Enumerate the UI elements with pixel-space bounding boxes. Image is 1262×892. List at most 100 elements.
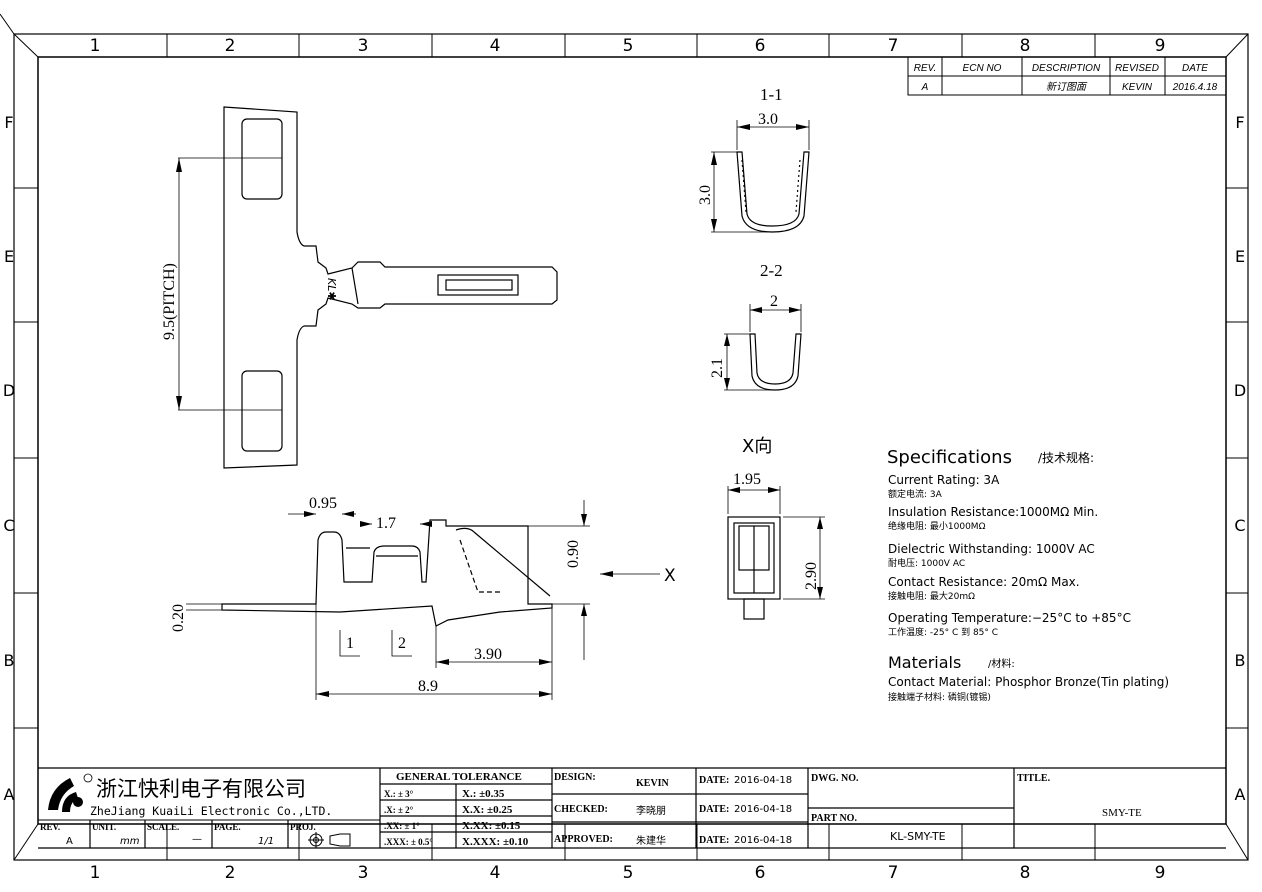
dim-095: 0.95 — [309, 495, 337, 512]
col-label: 9 — [1155, 863, 1166, 883]
unit-label: UNIT. — [92, 822, 116, 832]
col-label: 8 — [1020, 36, 1031, 56]
tol-angle: .X: ± 2° — [384, 805, 414, 815]
spec-line: Dielectric Withstanding: 1000V AC — [888, 542, 1095, 556]
row-label: E — [4, 247, 14, 266]
spec-line-cn: 耐电压: 1000V AC — [888, 557, 965, 569]
top-view — [176, 106, 558, 469]
dim-020: 0.20 — [170, 604, 187, 632]
row-label: C — [3, 516, 14, 535]
tol-linear: X.XX: ±0.15 — [462, 820, 521, 832]
row-labels-right: F E D C B A — [1234, 113, 1246, 804]
date-label: DATE: — [699, 835, 729, 846]
column-labels-bottom: 1 2 3 4 5 6 7 8 9 — [90, 863, 1166, 883]
rev-value: A — [66, 836, 73, 847]
row-label: F — [1235, 113, 1244, 132]
x-view-height: 2.90 — [803, 562, 820, 590]
section-1-view — [711, 120, 810, 233]
projection-symbol-icon — [308, 832, 351, 848]
title-block-values: A mm — 1/1 — [66, 834, 274, 847]
corner-marks — [0, 13, 1249, 861]
section-1-label: 1-1 — [760, 85, 783, 104]
column-dividers — [14, 34, 1248, 860]
tolerance-header: GENERAL TOLERANCE — [396, 771, 522, 783]
section-1-width: 3.0 — [758, 111, 778, 128]
proj-label: PROJ. — [290, 822, 316, 832]
page-label: PAGE. — [214, 822, 241, 832]
checked-date: 2016-04-18 — [734, 804, 792, 815]
col-label: 7 — [888, 36, 899, 56]
dim-89: 8.9 — [418, 678, 438, 695]
title-block-labels: REV. UNIT. SCALE. PAGE. PROJ. — [40, 822, 316, 832]
row-label: D — [1234, 381, 1246, 400]
approved-value: 朱建华 — [636, 834, 666, 847]
spec-line-cn: 接触电阻: 最大20mΩ — [888, 590, 975, 602]
scale-label: SCALE. — [147, 822, 179, 832]
col-label: 1 — [90, 36, 101, 56]
spec-line: Operating Temperature:−25°C to +85°C — [888, 611, 1131, 625]
design-label: DESIGN: — [554, 772, 596, 783]
x-view-label: X向 — [742, 436, 772, 457]
col-label: 4 — [490, 36, 501, 56]
spec-line-cn: 工作温度: -25° C 到 85° C — [888, 626, 998, 638]
dim-090: 0.90 — [565, 540, 582, 568]
scale-value: — — [192, 834, 202, 845]
col-label: 9 — [1155, 36, 1166, 56]
row-label: F — [4, 113, 13, 132]
revised-header: REVISED — [1115, 63, 1159, 74]
row-labels-left: F E D C B A — [3, 113, 15, 804]
checked-value: 李晓朋 — [636, 804, 666, 817]
title-label: TITLE. — [1017, 773, 1051, 784]
section-2-view — [724, 304, 802, 391]
design-date: 2016-04-18 — [734, 775, 792, 786]
spec-line: Contact Resistance: 20mΩ Max. — [888, 575, 1080, 589]
pitch-dimension: 9.5(PITCH) — [161, 263, 178, 340]
dwg-no-label: DWG. NO. — [811, 773, 859, 784]
approved-date: 2016-04-18 — [734, 835, 792, 846]
spec-line-cn: 绝缘电阻: 最小1000MΩ — [888, 520, 986, 532]
row-label: B — [1235, 651, 1246, 670]
approved-label: APPROVED: — [554, 834, 613, 845]
row-label: C — [1234, 516, 1245, 535]
rev-header: REV. — [914, 63, 937, 74]
col-label: 7 — [888, 863, 899, 883]
date-label: DATE: — [699, 804, 729, 815]
part-no-label: PART NO. — [811, 813, 857, 824]
company-name-cn: 浙江快利电子有限公司 — [96, 777, 306, 801]
tol-linear: X.X: ±0.25 — [462, 804, 513, 816]
kl-mark: KL✱ — [325, 278, 338, 301]
x-view — [727, 486, 825, 620]
part-no-value: KL-SMY-TE — [890, 830, 946, 843]
title-block — [38, 767, 1226, 849]
col-label: 5 — [623, 36, 634, 56]
title-value: SMY-TE — [1102, 807, 1142, 819]
approval-labels: DESIGN: CHECKED: APPROVED: KEVIN DATE: D… — [554, 772, 1051, 846]
cut-1-label: 1 — [346, 635, 354, 652]
section-2-label: 2-2 — [760, 261, 783, 280]
materials-title: Materials — [888, 653, 961, 672]
tol-angle: .XXX: ± 0.5° — [384, 837, 433, 847]
col-label: 5 — [623, 863, 634, 883]
section-2-width: 2 — [770, 293, 778, 310]
col-label: 6 — [755, 36, 766, 56]
x-arrow-label: X — [664, 566, 676, 586]
dim-17: 1.7 — [376, 515, 396, 532]
row-label: E — [1235, 247, 1245, 266]
inner-frame — [37, 56, 1227, 825]
col-label: 4 — [490, 863, 501, 883]
col-label: 3 — [358, 36, 369, 56]
unit-value: mm — [120, 836, 140, 847]
dim-390: 3.90 — [474, 646, 502, 663]
spec-line: Current Rating: 3A — [888, 473, 1000, 487]
col-label: 1 — [90, 863, 101, 883]
rev-label: REV. — [40, 822, 60, 832]
checked-label: CHECKED: — [554, 804, 608, 815]
spec-line-cn: 额定电流: 3A — [888, 488, 943, 500]
cut-2-label: 2 — [398, 635, 406, 652]
row-label: A — [1235, 785, 1246, 804]
design-value: KEVIN — [636, 778, 670, 789]
section-2-height: 2.1 — [709, 358, 726, 378]
specifications: Specifications /技术规格: Current Rating: 3A… — [887, 447, 1169, 703]
spec-line: Insulation Resistance:1000MΩ Min. — [888, 505, 1098, 519]
spec-title-cn: /技术规格: — [1038, 450, 1094, 465]
